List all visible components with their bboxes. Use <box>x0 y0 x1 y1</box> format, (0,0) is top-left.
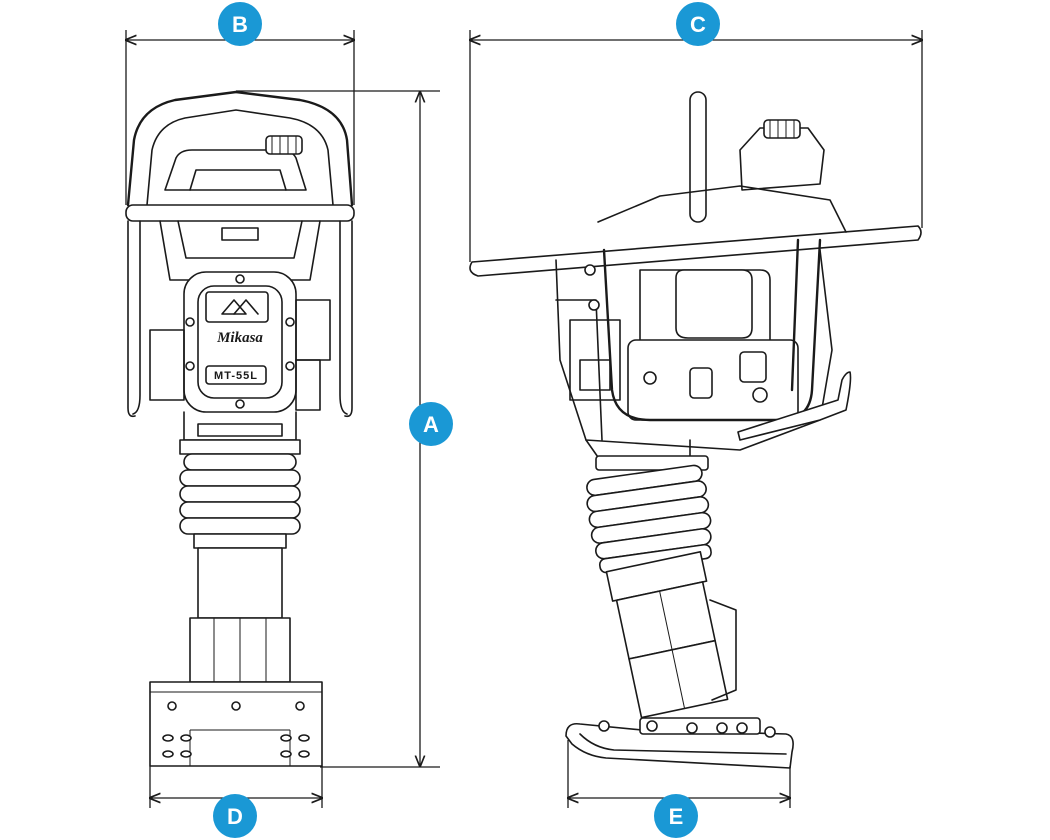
brand-logo-text: Mikasa <box>216 330 263 346</box>
side-fuel-cap <box>763 119 801 139</box>
svg-text:B: B <box>232 12 248 37</box>
front-base-plate <box>149 681 323 767</box>
dimension-badge-E: E <box>654 794 698 838</box>
front-view: Mikasa MT-55L <box>125 90 355 767</box>
svg-text:A: A <box>423 412 439 437</box>
dimension-badge-A: A <box>409 402 453 446</box>
dimension-badge-C: C <box>676 2 720 46</box>
dimension-badge-D: D <box>213 794 257 838</box>
front-bellows <box>179 453 301 535</box>
svg-text:E: E <box>669 804 684 829</box>
side-base-plate <box>565 722 794 769</box>
side-view <box>469 91 922 769</box>
svg-text:C: C <box>690 12 706 37</box>
model-plate <box>205 365 267 385</box>
model-label: MT-55L <box>214 370 258 382</box>
fuel-cap <box>265 135 303 155</box>
side-bellows <box>586 464 712 574</box>
mikasa-emblem-icon <box>205 291 269 323</box>
svg-text:D: D <box>227 804 243 829</box>
dimension-badge-B: B <box>218 2 262 46</box>
